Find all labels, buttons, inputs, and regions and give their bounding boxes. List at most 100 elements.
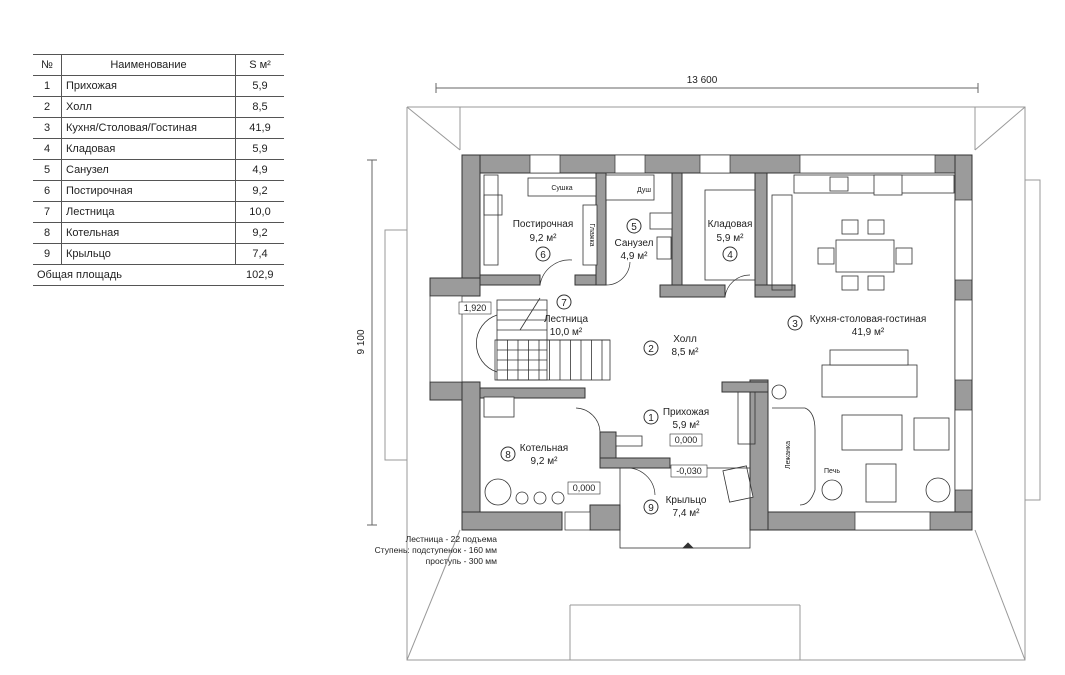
row-number: 8	[33, 222, 62, 244]
room-7-area: 10,0 м²	[550, 327, 583, 338]
room-6-area: 9,2 м²	[530, 233, 558, 244]
bench-label: Лежанка	[785, 441, 792, 469]
row-number: 6	[33, 180, 62, 202]
row-name: Лестница	[61, 201, 236, 223]
row-area: 9,2	[235, 222, 284, 244]
row-name: Котельная	[61, 222, 236, 244]
room-5-area: 4,9 м²	[621, 251, 649, 262]
room-4-name: Кладовая	[708, 219, 753, 230]
room-2-area: 8,5 м²	[672, 347, 700, 358]
table-header-row: № Наименование S м²	[33, 54, 284, 76]
room-2-number: 2	[648, 344, 654, 355]
row-name: Крыльцо	[61, 243, 236, 265]
row-number: 9	[33, 243, 62, 265]
width-label: 13 600	[687, 75, 718, 86]
row-name: Холл	[61, 96, 236, 118]
row-number: 7	[33, 201, 62, 223]
note-line-1: Лестница - 22 подъема	[406, 534, 498, 544]
room-3-area: 41,9 м²	[852, 327, 885, 338]
room-9-area: 7,4 м²	[673, 508, 701, 519]
header-name: Наименование	[61, 54, 236, 76]
porch-level: -0,030	[676, 466, 702, 476]
total-value: 102,9	[235, 264, 284, 286]
ironing-board	[582, 204, 598, 266]
furniture	[483, 174, 955, 506]
row-number: 2	[33, 96, 62, 118]
fixture-labels: Сушка Глажка Душ Лежанка Печь	[551, 185, 840, 475]
stair-notes: Лестница - 22 подъема Ступень: подступен…	[375, 534, 498, 566]
room-1-area: 5,9 м²	[673, 420, 701, 431]
room-8-number: 8	[505, 450, 511, 461]
row-area: 41,9	[235, 117, 284, 139]
room-6-number: 6	[540, 250, 546, 261]
room-9-name: Крыльцо	[666, 495, 707, 506]
row-area: 8,5	[235, 96, 284, 118]
hall-level: 0,000	[675, 435, 698, 445]
room-2-name: Холл	[673, 334, 697, 345]
stair-level: 1,920	[464, 303, 487, 313]
height-label: 9 100	[356, 329, 367, 354]
shower-label: Душ	[637, 187, 651, 194]
room-1-number: 1	[648, 413, 654, 424]
note-line-2: Ступень: подступенок - 160 мм	[375, 545, 498, 555]
dryer-label: Сушка	[551, 185, 572, 192]
room-1-name: Прихожая	[663, 407, 709, 418]
row-area: 5,9	[235, 75, 284, 97]
room-5-number: 5	[631, 222, 637, 233]
row-name: Постирочная	[61, 180, 236, 202]
dryer-fixture	[527, 177, 597, 197]
interior-walls	[479, 172, 796, 469]
ironing-label: Глажка	[588, 223, 595, 246]
row-area: 10,0	[235, 201, 284, 223]
table-total-row: Общая площадь 102,9	[33, 264, 284, 286]
room-4-number: 4	[727, 250, 733, 261]
room-3-number: 3	[792, 319, 798, 330]
shower-fixture	[605, 174, 655, 201]
room-labels: Постирочная 9,2 м² 6 5 Санузел 4,9 м² Кл…	[500, 218, 927, 519]
dimension-height: 9 100	[356, 159, 377, 526]
row-name: Кладовая	[61, 138, 236, 160]
header-number: №	[33, 54, 62, 76]
doors	[539, 259, 751, 496]
row-name: Прихожая	[61, 75, 236, 97]
note-line-3: проступь - 300 мм	[426, 556, 498, 566]
room-5-name: Санузел	[615, 238, 654, 249]
dimension-width: 13 600	[435, 75, 979, 93]
staircase	[476, 297, 611, 381]
row-name: Кухня/Столовая/Гостиная	[61, 117, 236, 139]
room-7-number: 7	[561, 298, 567, 309]
row-area: 5,9	[235, 138, 284, 160]
boiler-level: 0,000	[573, 483, 596, 493]
row-number: 4	[33, 138, 62, 160]
stove-label: Печь	[824, 468, 840, 475]
header-area: S м²	[235, 54, 284, 76]
room-8-area: 9,2 м²	[531, 456, 559, 467]
row-area: 4,9	[235, 159, 284, 181]
room-9-number: 9	[648, 503, 654, 514]
sofa	[821, 364, 918, 398]
roof-outline	[384, 106, 1041, 661]
level-marks: 1,920 0,000 0,000 -0,030	[458, 301, 708, 495]
room-3-name: Кухня-столовая-гостиная	[810, 314, 927, 325]
windows	[429, 154, 973, 531]
row-area: 7,4	[235, 243, 284, 265]
room-7-name: Лестница	[544, 314, 589, 325]
row-area: 9,2	[235, 180, 284, 202]
row-number: 1	[33, 75, 62, 97]
row-name: Санузел	[61, 159, 236, 181]
total-label: Общая площадь	[33, 264, 236, 286]
room-8-name: Котельная	[520, 443, 568, 454]
room-6-name: Постирочная	[513, 219, 574, 230]
row-number: 3	[33, 117, 62, 139]
